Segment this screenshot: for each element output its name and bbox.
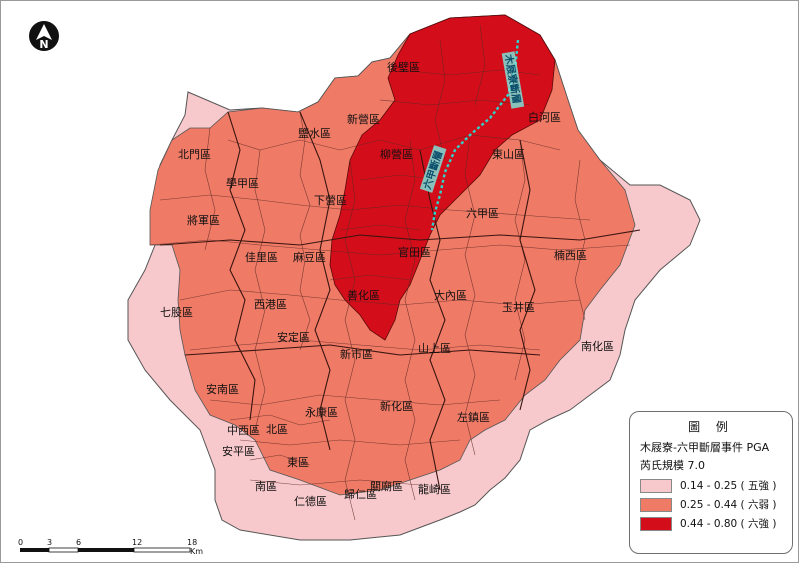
- district-label: 將軍區: [187, 213, 220, 227]
- legend-item-label: 0.14 - 0.25 ( 五強 ): [680, 480, 777, 492]
- legend-magnitude: 芮氏規模 7.0: [640, 459, 705, 472]
- district-label: 新化區: [380, 399, 413, 413]
- scale-tick: 0: [18, 538, 23, 547]
- district-label: 下營區: [314, 194, 347, 207]
- district-label: 柳營區: [380, 147, 413, 161]
- legend-item-medium: 0.25 - 0.44 ( 六弱 ): [640, 497, 782, 512]
- scale-unit: Km: [190, 547, 203, 556]
- district-label: 安定區: [277, 330, 310, 344]
- scale-bar: 0 3 6 12 18 Km: [18, 538, 203, 556]
- scale-tick: 18: [187, 538, 197, 547]
- north-arrow-icon: N: [29, 21, 59, 51]
- district-label: 安平區: [222, 444, 255, 458]
- district-labels: 後壁區 白河區 鹽水區 新營區 北門區 柳營區 東山區 學甲區 下營區 六甲區 …: [160, 60, 614, 508]
- district-label: 七股區: [160, 306, 193, 319]
- district-label: 西港區: [254, 298, 287, 311]
- district-label: 歸仁區: [344, 487, 377, 501]
- legend-subtitle: 木屐寮-六甲斷層事件 PGA: [640, 441, 770, 454]
- district-label: 北門區: [178, 148, 211, 161]
- district-label: 北區: [266, 423, 288, 436]
- legend-item-high: 0.44 - 0.80 ( 六強 ): [640, 516, 782, 531]
- district-label: 麻豆區: [293, 250, 326, 264]
- legend-item-low: 0.14 - 0.25 ( 五強 ): [640, 478, 782, 493]
- legend-swatch-high: [640, 516, 672, 531]
- legend-item-label: 0.25 - 0.44 ( 六弱 ): [680, 499, 777, 511]
- district-label: 左鎮區: [457, 410, 490, 424]
- district-label: 大內區: [434, 288, 467, 302]
- district-label: 仁德區: [294, 494, 327, 508]
- district-label: 東山區: [492, 148, 525, 161]
- district-label: 山上區: [418, 342, 451, 355]
- district-label: 東區: [287, 456, 309, 469]
- district-boundaries: [149, 24, 631, 521]
- map-legend: 圖 例 木屐寮-六甲斷層事件 PGA 芮氏規模 7.0 0.14 - 0.25 …: [629, 411, 793, 554]
- district-label: 白河區: [528, 110, 561, 124]
- district-label: 官田區: [398, 245, 431, 259]
- fault-line: [430, 39, 520, 231]
- zone-high: [329, 14, 556, 341]
- scale-tick: 12: [132, 538, 142, 547]
- district-label: 善化區: [347, 288, 380, 302]
- legend-item-label: 0.44 - 0.80 ( 六強 ): [680, 518, 777, 530]
- district-label: 佳里區: [245, 250, 278, 264]
- scale-tick: 6: [76, 538, 81, 547]
- district-label: 新市區: [340, 347, 373, 361]
- district-label: 安南區: [206, 382, 239, 396]
- district-label: 玉井區: [502, 300, 535, 314]
- district-label: 龍崎區: [418, 482, 451, 496]
- svg-text:N: N: [39, 38, 48, 51]
- legend-swatch-low: [640, 478, 672, 493]
- legend-title: 圖 例: [688, 420, 734, 434]
- district-label: 永康區: [305, 405, 338, 419]
- district-label: 中西區: [227, 424, 260, 437]
- district-label: 學甲區: [226, 177, 259, 190]
- district-label: 後壁區: [387, 60, 420, 74]
- district-label: 六甲區: [466, 207, 499, 220]
- district-label: 楠西區: [554, 248, 587, 262]
- major-boundaries: [159, 111, 641, 491]
- district-label: 關廟區: [370, 479, 403, 493]
- scale-tick: 3: [47, 538, 52, 547]
- district-label: 南區: [255, 480, 277, 493]
- district-label: 新營區: [347, 112, 380, 126]
- legend-swatch-medium: [640, 497, 672, 512]
- district-label: 南化區: [581, 339, 614, 353]
- district-label: 鹽水區: [298, 126, 331, 140]
